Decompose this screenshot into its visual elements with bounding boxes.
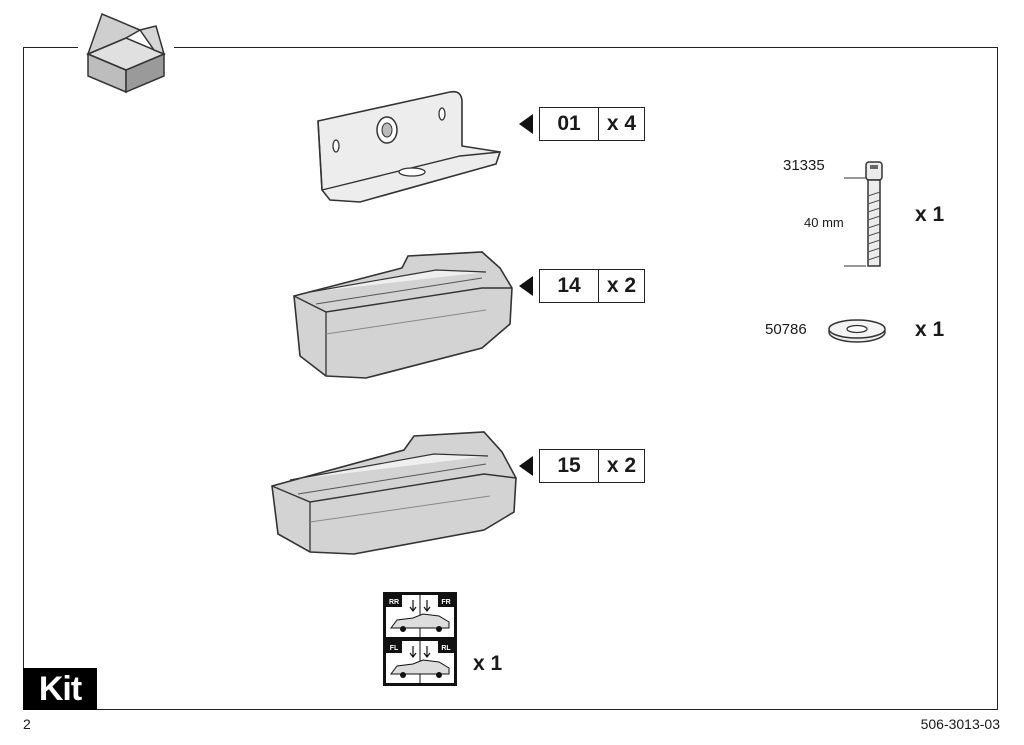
bolt-code: 31335 — [783, 157, 825, 174]
open-box-icon — [78, 8, 174, 94]
kit-badge: Kit — [23, 668, 97, 710]
pad-part-15 — [271, 431, 517, 555]
bracket-part-01 — [317, 90, 502, 203]
part-label-01: 01 x 4 — [519, 107, 645, 141]
position-sticker-icon: RR FR FL RL — [383, 592, 457, 686]
pointer-arrow-icon — [519, 276, 533, 296]
sticker-top-right-text: FR — [441, 599, 450, 606]
washer-code: 50786 — [765, 321, 807, 338]
bolt-quantity: x 1 — [915, 203, 945, 226]
document-code: 506-3013-03 — [920, 716, 1000, 732]
part-number: 15 — [539, 449, 599, 483]
sticker-bottom-left-text: FL — [390, 645, 399, 652]
pad-part-14 — [293, 251, 513, 379]
page-frame — [23, 47, 998, 710]
washer-quantity: x 1 — [915, 318, 945, 341]
sticker-bottom-right-text: RL — [441, 645, 451, 652]
part-quantity: x 4 — [599, 107, 645, 141]
bolt-icon — [844, 161, 883, 267]
pointer-arrow-icon — [519, 114, 533, 134]
page-number: 2 — [23, 716, 31, 732]
part-label-14: 14 x 2 — [519, 269, 645, 303]
bolt-length: 40 mm — [804, 215, 844, 230]
part-quantity: x 2 — [599, 269, 645, 303]
sticker-top-left-text: RR — [389, 599, 399, 606]
part-quantity: x 2 — [599, 449, 645, 483]
washer-icon — [828, 319, 886, 343]
part-number: 01 — [539, 107, 599, 141]
part-label-15: 15 x 2 — [519, 449, 645, 483]
pointer-arrow-icon — [519, 456, 533, 476]
part-number: 14 — [539, 269, 599, 303]
sticker-quantity: x 1 — [473, 652, 503, 675]
